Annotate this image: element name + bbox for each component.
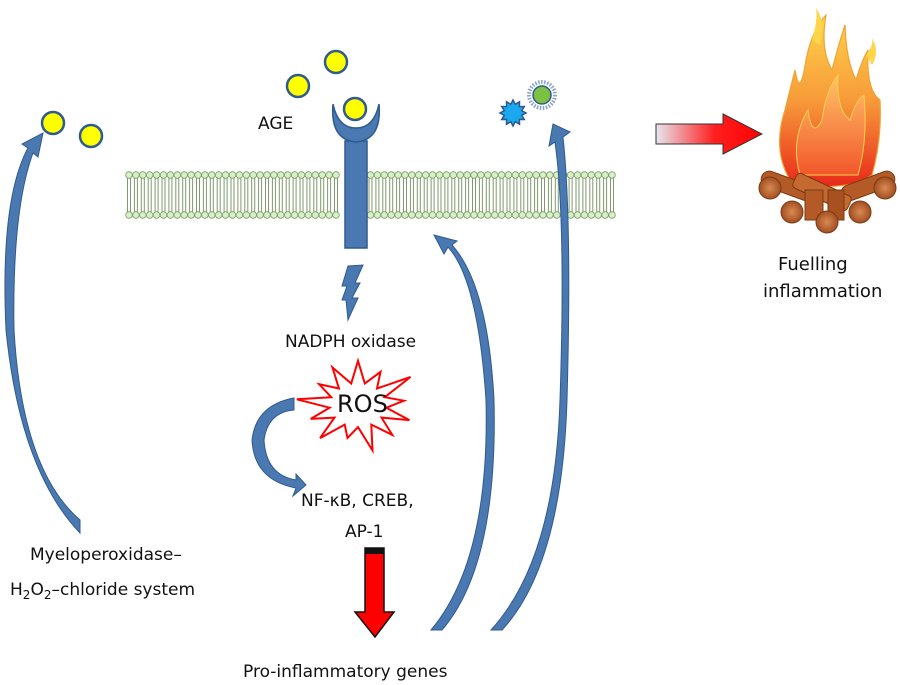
lipid-molecule	[435, 171, 444, 219]
lipid-molecule	[159, 171, 168, 219]
gene-expression-arrow	[353, 547, 396, 639]
genes-to-cytokines-arrow	[489, 123, 571, 631]
lipid-molecule	[249, 171, 257, 219]
lipid-molecule	[173, 171, 181, 219]
lipid-molecule	[380, 171, 388, 219]
genes-to-membrane-arrow	[429, 234, 495, 631]
lipid-molecule	[504, 171, 513, 219]
lipid-molecule	[311, 171, 319, 219]
inflammation-label: inflammation	[763, 281, 882, 302]
ros-burst-icon	[296, 357, 412, 455]
lipid-molecule	[449, 171, 457, 219]
mpo-label-line1: Myeloperoxidase–	[30, 545, 182, 565]
cytokine-green-icon	[527, 80, 557, 110]
age-molecule	[78, 123, 104, 149]
lipid-molecule	[580, 171, 589, 219]
lipid-molecule	[277, 171, 285, 219]
lightning-arrow-icon	[341, 264, 364, 322]
lipid-molecule	[263, 171, 271, 219]
lipid-molecule	[497, 171, 506, 219]
lipid-molecule	[325, 171, 333, 219]
lipid-molecule	[518, 171, 526, 219]
lipid-molecule	[463, 171, 471, 219]
lipid-molecule	[242, 171, 250, 219]
lipid-molecule	[284, 171, 292, 219]
lipid-molecule	[235, 171, 244, 219]
lipid-molecule	[373, 171, 382, 219]
mpo-feedback-arrow	[4, 132, 81, 535]
lipid-molecule	[332, 171, 340, 219]
lipid-molecule	[491, 171, 499, 219]
lipid-molecule	[525, 171, 533, 219]
lipid-molecule	[208, 171, 216, 219]
lipid-molecule	[608, 171, 616, 219]
transcription-factors-label: NF-κB, CREB,	[301, 491, 414, 511]
lipid-molecule	[573, 171, 582, 219]
transcription-factors-label-2: AP-1	[345, 522, 383, 542]
cell-membrane	[125, 171, 616, 219]
lipid-molecule	[125, 171, 133, 219]
mpo-label-line2: H2O2–chloride system	[10, 580, 195, 602]
age-molecule	[40, 110, 66, 136]
pro-inflammatory-genes-label: Pro-inflammatory genes	[243, 662, 448, 682]
lipid-molecule	[221, 171, 230, 219]
age-molecule-bound	[342, 96, 368, 122]
lipid-molecule	[401, 171, 409, 219]
age-label: AGE	[258, 114, 293, 134]
lipid-molecule	[394, 171, 402, 219]
lipid-molecule	[201, 171, 209, 219]
age-molecule	[323, 49, 349, 75]
lipid-molecule	[594, 171, 602, 219]
fuelling-arrow	[655, 113, 764, 155]
lipid-molecule	[477, 171, 485, 219]
campfire-icon	[758, 8, 897, 234]
lipid-molecule	[290, 171, 299, 219]
fuelling-label: Fuelling	[778, 254, 848, 275]
lipid-molecule	[214, 171, 223, 219]
lipid-molecule	[132, 171, 140, 219]
lipid-molecule	[428, 171, 437, 219]
lipid-molecule	[601, 171, 609, 219]
lipid-molecule	[187, 171, 195, 219]
lipid-molecule	[456, 171, 464, 219]
ros-label: ROS	[337, 390, 388, 418]
lipid-molecule	[587, 171, 595, 219]
lipid-molecule	[484, 171, 492, 219]
lipid-molecule	[415, 171, 423, 219]
lipid-molecule	[256, 171, 264, 219]
lipid-molecule	[546, 171, 554, 219]
lipid-molecule	[194, 171, 202, 219]
lipid-molecule	[566, 171, 575, 219]
lipid-molecule	[270, 171, 278, 219]
lipid-molecule	[387, 171, 395, 219]
lipid-molecule	[318, 171, 326, 219]
lipid-molecule	[139, 171, 147, 219]
ros-to-transcription-arrow	[251, 397, 307, 498]
age-molecules	[40, 49, 368, 149]
lipid-molecule	[180, 171, 188, 219]
lipid-molecule	[511, 171, 520, 219]
rage-receptor-icon	[331, 103, 381, 249]
lipid-molecule	[532, 171, 540, 219]
lipid-molecule	[470, 171, 478, 219]
lipid-molecule	[422, 171, 430, 219]
lipid-molecule	[304, 171, 313, 219]
lipid-molecule	[228, 171, 237, 219]
lipid-molecule	[539, 171, 547, 219]
lipid-molecule	[145, 171, 154, 219]
lipid-molecule	[166, 171, 175, 219]
lipid-molecule	[297, 171, 306, 219]
lipid-molecule	[442, 171, 451, 219]
cytokine-blue-icon	[498, 98, 528, 128]
lipid-molecule	[408, 171, 416, 219]
nadph-oxidase-label: NADPH oxidase	[285, 332, 416, 352]
lipid-molecule	[366, 171, 375, 219]
age-molecule	[285, 73, 311, 99]
lipid-molecule	[152, 171, 161, 219]
